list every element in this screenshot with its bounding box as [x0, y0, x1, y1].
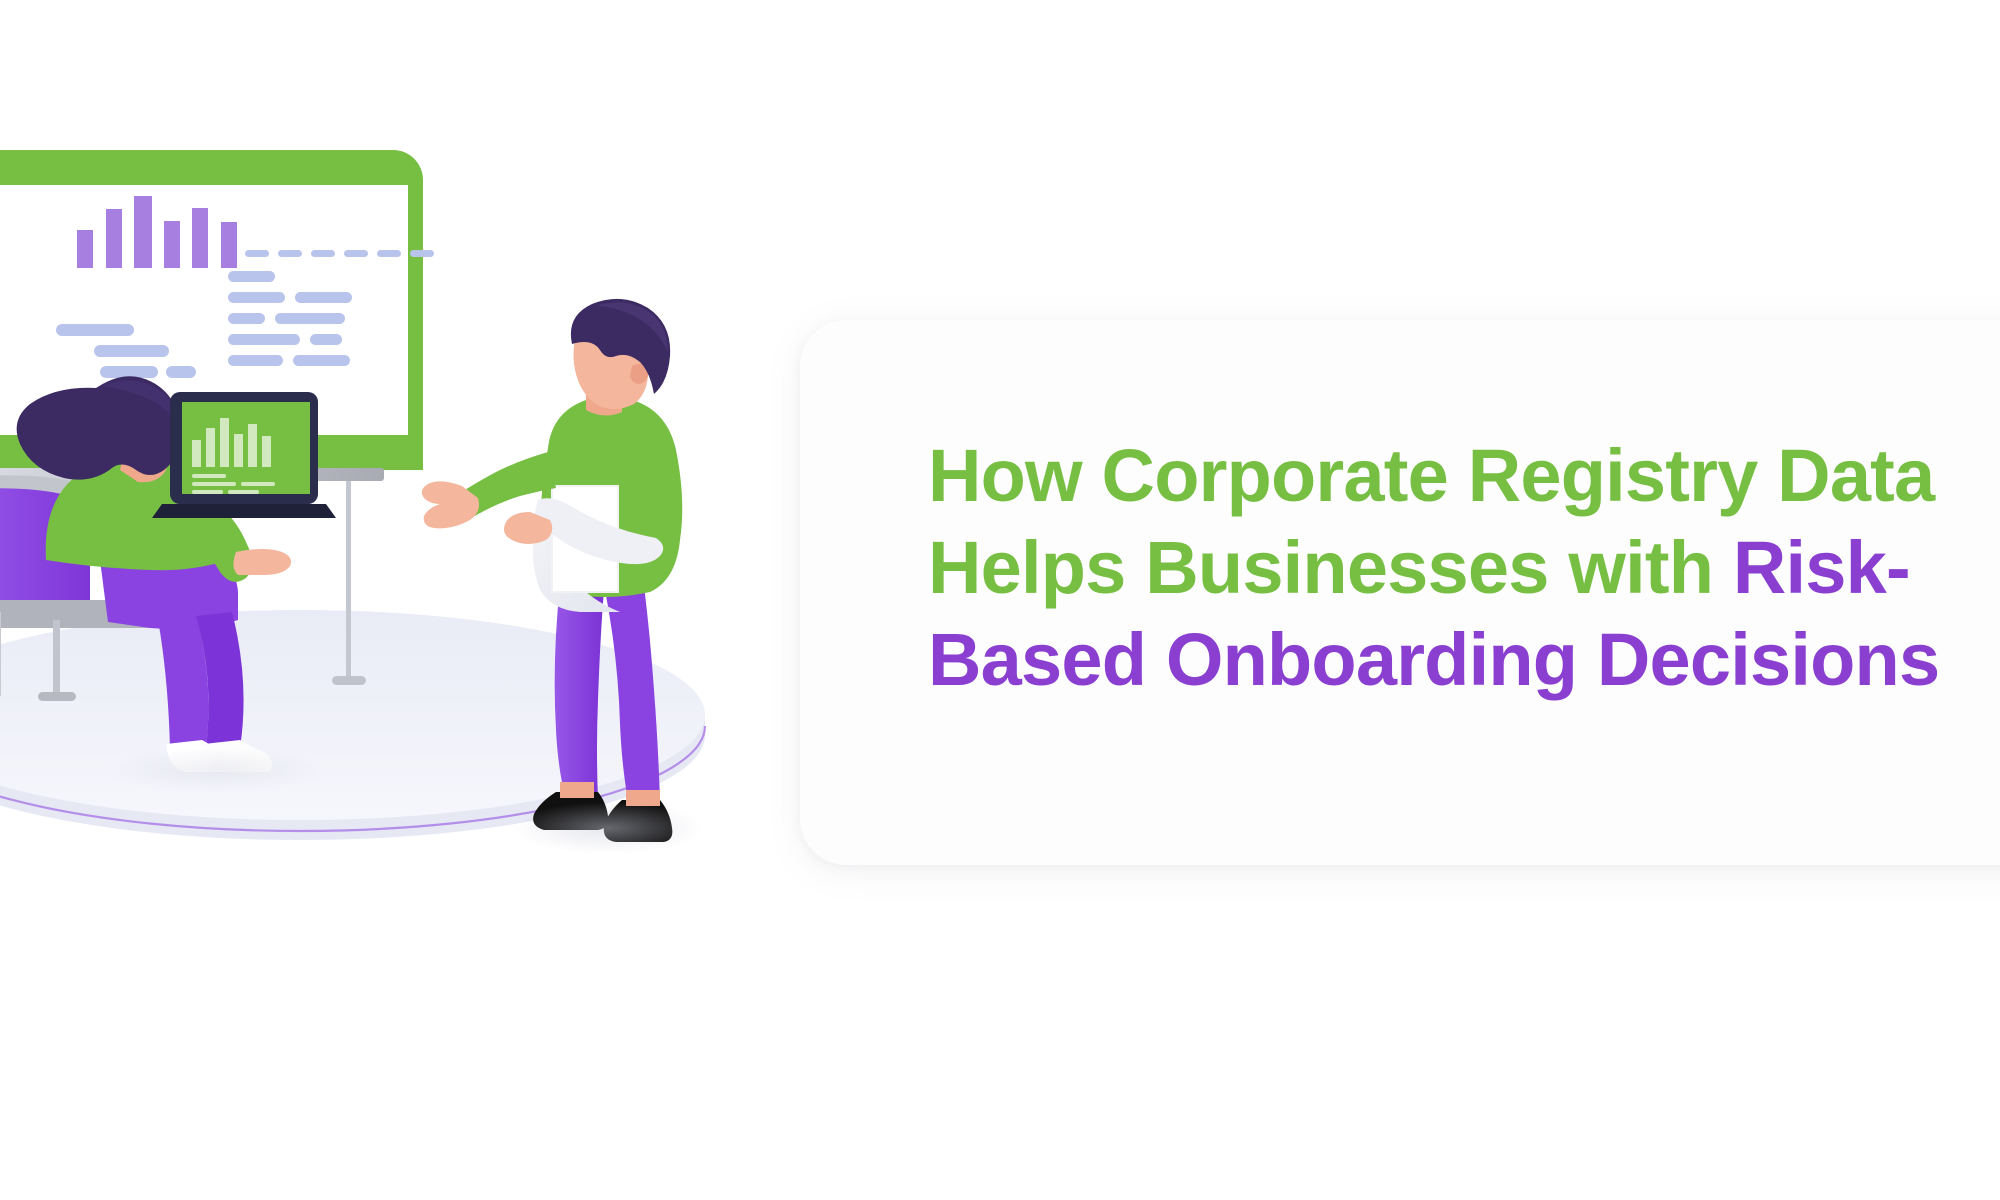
- title-card: How Corporate Registry Data Helps Busine…: [800, 320, 2000, 865]
- woman-leg: [158, 614, 209, 748]
- man-hand-raised: [421, 481, 479, 529]
- whiteboard-bar-chart: [77, 196, 237, 268]
- laptop-bar-chart: [192, 418, 271, 467]
- title-line-2: Helps Businesses with Risk-: [928, 522, 2000, 614]
- title-line-3: Based Onboarding Decisions: [928, 614, 2000, 706]
- woman-hips: [100, 552, 238, 629]
- laptop-screen: [182, 402, 310, 494]
- woman-leg-2: [196, 612, 244, 748]
- title-line-2-green-text: Helps Businesses with: [928, 526, 1733, 609]
- whiteboard-text-lines-left: [56, 324, 196, 378]
- title-line-1-text: How Corporate Registry Data: [928, 434, 1935, 517]
- laptop-text-lines: [192, 474, 275, 494]
- man-leg-left: [554, 585, 604, 800]
- title-line-2-purple-text: Risk-: [1732, 526, 1911, 609]
- woman-shadow: [105, 748, 325, 792]
- whiteboard-dashed-line: [245, 250, 434, 257]
- man-shadow: [512, 802, 704, 854]
- man-forearm-sleeve: [534, 498, 664, 565]
- woman-hand: [233, 549, 291, 575]
- man-hand-left: [504, 512, 553, 544]
- page-title: How Corporate Registry Data Helps Busine…: [928, 430, 2000, 706]
- whiteboard-text-lines-right: [228, 271, 352, 366]
- laptop: [152, 392, 336, 518]
- laptop-base: [152, 504, 336, 518]
- man-raised-arm: [456, 452, 556, 520]
- woman-hair: [16, 376, 181, 480]
- title-line-1: How Corporate Registry Data: [928, 430, 2000, 522]
- title-line-3-text: Based Onboarding Decisions: [928, 618, 1940, 701]
- man-leg-right: [604, 585, 660, 800]
- business-analytics-illustration: [0, 0, 760, 900]
